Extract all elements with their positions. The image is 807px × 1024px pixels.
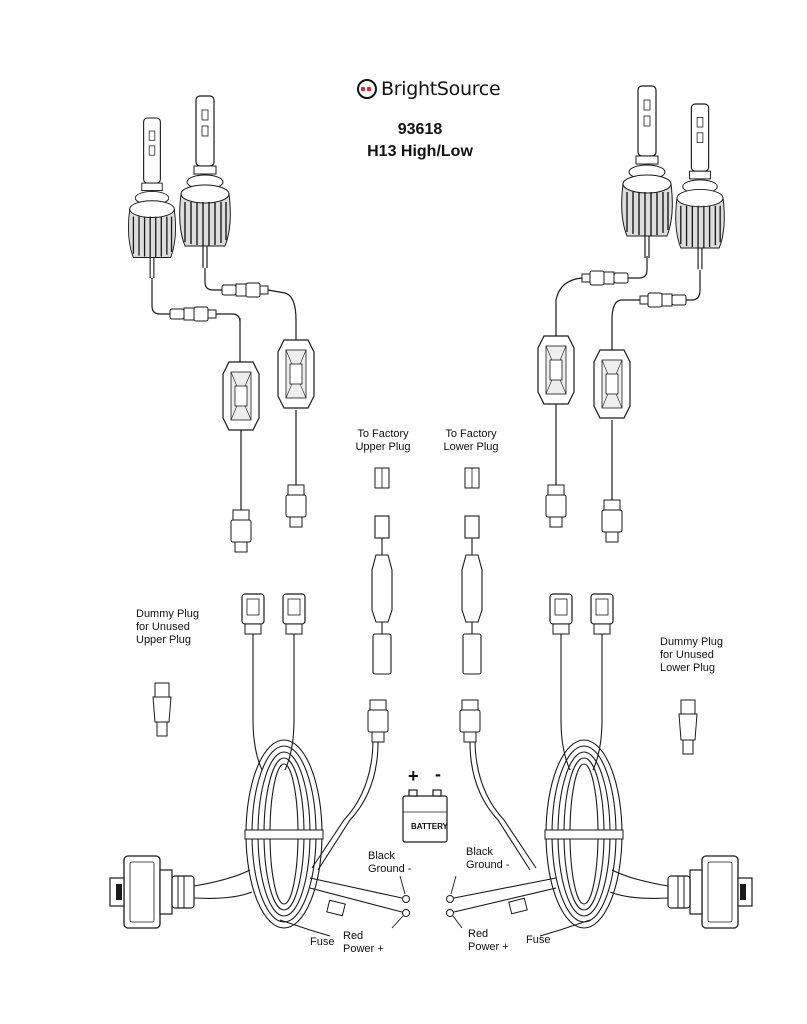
- label-black-ground-left: Black Ground -: [368, 850, 412, 875]
- left-bulb-plug-low: [230, 509, 252, 553]
- left-socket-1: [241, 593, 265, 635]
- brand-name: BrightSource: [381, 78, 501, 100]
- upper-adapter-harness: [371, 515, 393, 675]
- left-bulb-low: [127, 117, 177, 279]
- label-red-power-left: Red Power +: [343, 930, 384, 955]
- right-bulb-low: [620, 85, 674, 259]
- battery-minus-sign: -: [435, 764, 441, 784]
- dummy-plug-upper: [152, 682, 172, 737]
- lower-adapter-harness: [461, 515, 483, 675]
- label-fuse-right: Fuse: [526, 934, 551, 946]
- label-fuse-left: Fuse: [310, 936, 335, 948]
- battery-label: BATTERY: [411, 822, 448, 831]
- left-wire-coil: [244, 739, 324, 929]
- label-dummy-lower: Dummy Plug for Unused Lower Plug: [660, 636, 723, 674]
- left-driver-high: [277, 339, 315, 409]
- left-ring-terminals: [402, 895, 410, 917]
- factory-upper-plug: [374, 467, 390, 489]
- battery-plus-sign: +: [408, 766, 419, 786]
- right-ring-terminals: [446, 895, 454, 917]
- brand-badge-icon: [357, 79, 377, 99]
- label-factory-lower: To Factory Lower Plug: [443, 428, 499, 453]
- right-bulb-high: [675, 103, 725, 270]
- factory-lower-plug: [464, 467, 480, 489]
- label-dummy-upper: Dummy Plug for Unused Upper Plug: [136, 608, 199, 646]
- left-bulb-plug-high: [285, 484, 307, 528]
- left-socket-2: [282, 593, 306, 635]
- right-inline-connector-high: [639, 292, 687, 308]
- battery-icon: [402, 789, 448, 843]
- left-fuse: [326, 899, 346, 917]
- dummy-plug-lower: [678, 699, 698, 755]
- label-factory-upper: To Factory Upper Plug: [355, 428, 411, 453]
- right-bulb-plug-high: [601, 499, 623, 543]
- left-inline-connector-low: [169, 306, 217, 322]
- part-description: H13 High/Low: [367, 143, 473, 160]
- right-driver-low: [537, 335, 575, 405]
- left-relay-harness: [109, 855, 195, 929]
- right-socket-2: [590, 593, 614, 635]
- left-driver-low: [222, 361, 260, 431]
- part-number: 93618: [397, 121, 443, 138]
- right-fuse: [508, 897, 528, 915]
- right-harness-plug: [459, 699, 481, 743]
- right-inline-connector-low: [581, 270, 629, 286]
- left-inline-connector-high: [221, 282, 269, 298]
- left-harness-plug: [367, 699, 389, 743]
- label-black-ground-right: Black Ground -: [466, 846, 510, 871]
- right-wire-coil: [544, 739, 624, 929]
- left-bulb-high: [178, 95, 232, 269]
- right-relay-harness: [667, 855, 753, 929]
- right-driver-high: [593, 349, 631, 419]
- right-bulb-plug-low: [545, 484, 567, 528]
- brand-logo: BrightSource: [357, 74, 501, 104]
- label-red-power-right: Red Power +: [468, 928, 509, 953]
- right-socket-1: [549, 593, 573, 635]
